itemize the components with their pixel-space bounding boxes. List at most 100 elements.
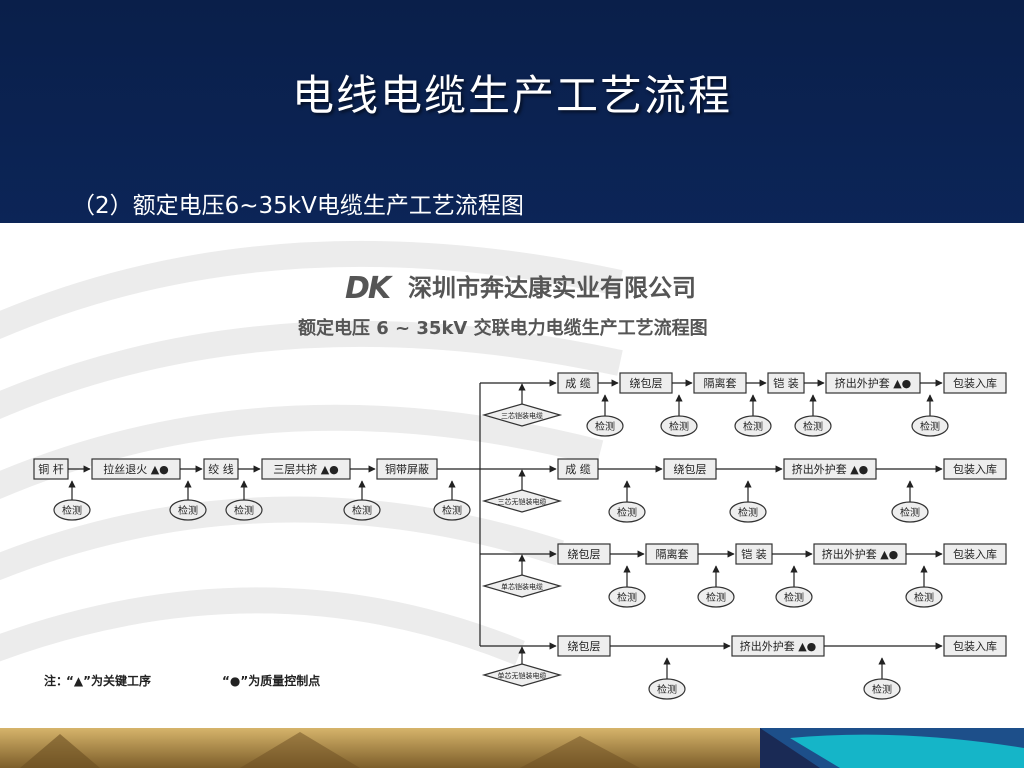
main-step-3: 绞 线 [203,458,239,480]
inspection-node [775,586,813,608]
inspection-node [660,415,698,437]
branch-1-step-6-label: 包装入库 [953,377,997,390]
inspection-label: 检测 [617,506,637,519]
branch-4-step-1-label: 绕包层 [568,640,601,653]
branch-1-step-4: 铠 装 [767,372,805,394]
inspection-label: 检测 [178,504,198,517]
inspection-label: 检测 [738,506,758,519]
branch-3-step-3-label: 铠 装 [741,547,767,561]
inspection-label: 检测 [803,420,823,433]
inspection-label: 检测 [784,591,804,604]
inspection-node [608,501,646,523]
branch-2-step-3: 挤出外护套 ▲● [783,458,877,480]
company-logo: DK 深圳市奔达康实业有限公司 [345,271,696,306]
main-step-1: 铜 杆 [33,458,69,480]
branch-1-step-3: 隔离套 [693,372,747,394]
branch-tag: 单芯铠装电缆 [481,574,563,598]
inspection-label: 检测 [914,591,934,604]
flowchart-svg: DK 深圳市奔达康实业有限公司 额定电压 6 ~ 35kV 交联电力电缆生产工艺… [0,240,1007,700]
note-quality-point: “●”为质量控制点 [222,673,320,688]
logo-mark: DK [345,271,394,306]
inspection-label: 检测 [234,504,254,517]
main-step-5: 铜带屏蔽 [376,458,438,480]
inspection-label: 检测 [595,420,615,433]
branch-tag: 三芯铠装电缆 [481,403,563,427]
diagram-title: 额定电压 6 ~ 35kV 交联电力电缆生产工艺流程图 [298,317,708,339]
inspection-node [697,586,735,608]
branch-tag-diamond [481,403,563,427]
inspection-label: 检测 [920,420,940,433]
note-key-process: “▲”为关键工序 [66,673,151,688]
branch-4-step-1: 绕包层 [557,635,611,657]
inspection-node [794,415,832,437]
branch-tag-label: 单芯铠装电缆 [501,582,543,591]
branch-1-step-4-label: 铠 装 [773,376,799,390]
inspection-node [729,501,767,523]
branch-3-step-2-label: 隔离套 [656,547,689,561]
inspection-node [905,586,943,608]
branch-2-step-3-label: 挤出外护套 ▲● [792,462,869,476]
branch-1-step-5: 挤出外护套 ▲● [825,372,921,394]
branch-3-step-5: 包装入库 [943,543,1007,565]
inspection-node [225,499,263,521]
branch-3-step-3: 铠 装 [735,543,773,565]
branch-2-step-4-box [943,458,1007,480]
branch-2-step-2-label: 绕包层 [674,463,707,476]
main-step-3-label: 绞 线 [208,462,234,476]
inspection-label: 检测 [872,683,892,696]
inspection-label: 检测 [442,504,462,517]
branch-1-step-2: 绕包层 [619,372,673,394]
branch-3-step-2: 隔离套 [645,543,699,565]
inspection-node [53,499,91,521]
branch-4-step-2: 挤出外护套 ▲● [731,635,825,657]
main-step-2: 拉丝退火 ▲● [91,458,181,480]
branch-3-step-4-label: 挤出外护套 ▲● [822,547,899,561]
branch-tag-diamond [481,574,563,598]
branch-tag-diamond [481,489,563,513]
slide-title: 电线电缆生产工艺流程 [291,71,732,120]
branch-3-step-1: 绕包层 [557,543,611,565]
inspection-label: 检测 [352,504,372,517]
inspection-label: 检测 [900,506,920,519]
inspection-node [863,678,901,700]
inspection-node [433,499,471,521]
branch-tag: 三芯无铠装电缆 [481,489,563,513]
inspection-label: 检测 [62,504,82,517]
branch-tag-label: 三芯铠装电缆 [501,411,543,420]
branch-tag: 单芯无铠装电缆 [481,663,563,687]
branch-1-step-1: 成 缆 [557,372,599,394]
branch-tag-label: 单芯无铠装电缆 [498,671,547,680]
branch-4-step-2-label: 挤出外护套 ▲● [740,639,817,653]
slide-subtitle: （2）额定电压6~35kV电缆生产工艺流程图 [72,193,524,219]
branch-tag-label: 三芯无铠装电缆 [498,497,547,506]
inspection-node [891,501,929,523]
inspection-label: 检测 [743,420,763,433]
branch-4-step-3-label: 包装入库 [953,640,997,653]
branch-3-step-5-label: 包装入库 [953,548,997,561]
branch-3-step-4: 挤出外护套 ▲● [813,543,907,565]
inspection-node [343,499,381,521]
branch-2-step-4: 包装入库 [943,458,1007,480]
main-step-1-label: 铜 杆 [38,462,64,476]
bottom-decor-band [0,728,1024,768]
inspection-node [734,415,772,437]
inspection-node [586,415,624,437]
branch-2-step-1-label: 成 缆 [565,463,591,476]
branch-1-step-1-label: 成 缆 [565,377,591,390]
branch-3-step-5-box [943,543,1007,565]
note-prefix: 注： [44,673,68,688]
flow-layer: 铜 杆拉丝退火 ▲●绞 线三层共挤 ▲●铜带屏蔽检测检测检测检测检测三芯铠装电缆… [33,372,1007,700]
branch-tag-diamond [481,663,563,687]
main-step-2-label: 拉丝退火 ▲● [103,462,169,476]
inspection-node [608,586,646,608]
main-step-5-label: 铜带屏蔽 [385,462,429,476]
main-step-4: 三层共挤 ▲● [261,458,351,480]
branch-2-step-2: 绕包层 [663,458,717,480]
inspection-label: 检测 [669,420,689,433]
branch-3-step-1-label: 绕包层 [568,548,601,561]
inspection-node [911,415,949,437]
branch-4-step-3-box [943,635,1007,657]
inspection-node [648,678,686,700]
diagram-panel: DK 深圳市奔达康实业有限公司 额定电压 6 ~ 35kV 交联电力电缆生产工艺… [0,223,1024,730]
company-name: 深圳市奔达康实业有限公司 [408,274,696,302]
